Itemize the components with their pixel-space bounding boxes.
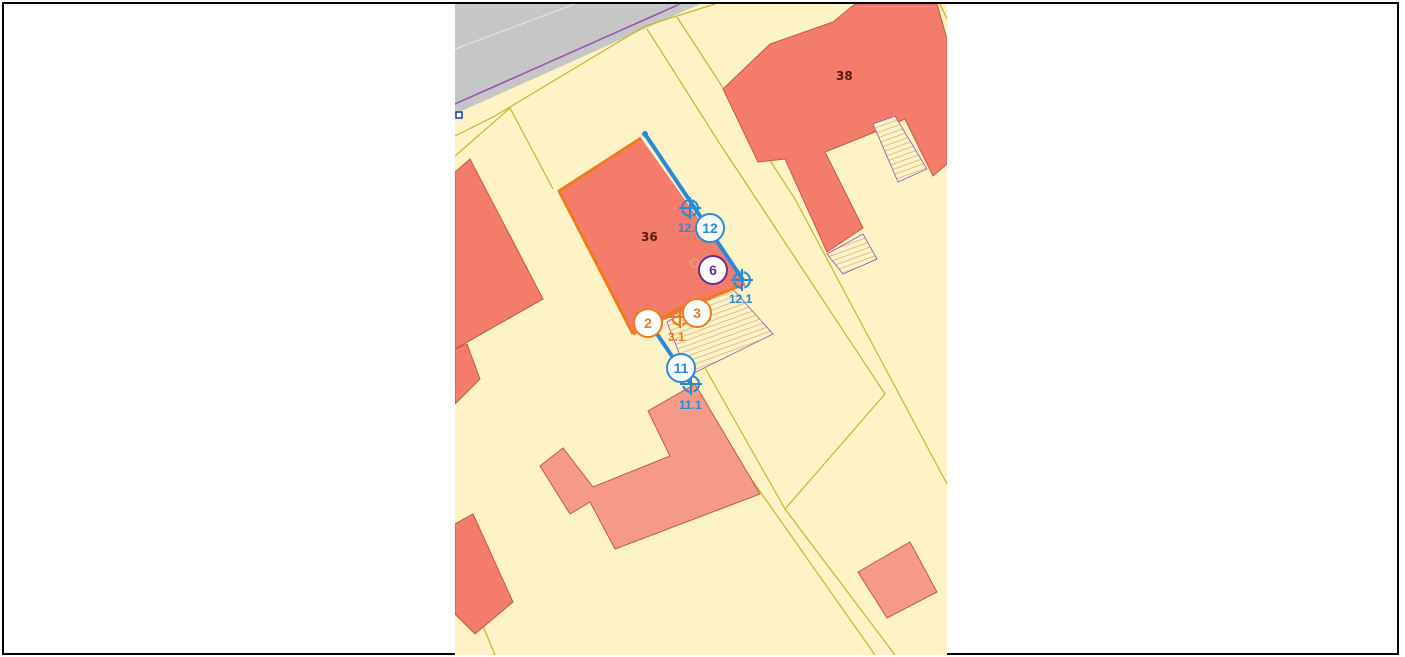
- building-lower-right[interactable]: [857, 541, 938, 619]
- svg-text:12: 12: [702, 220, 718, 236]
- svg-text:11: 11: [674, 360, 689, 376]
- building-38[interactable]: [722, 4, 947, 253]
- marker-3[interactable]: 3: [682, 298, 712, 328]
- building-36[interactable]: [559, 138, 745, 334]
- annex-hatched: [872, 115, 928, 183]
- building-lower-middle[interactable]: [539, 383, 761, 550]
- svg-text:3: 3: [693, 305, 701, 321]
- road-area: [455, 4, 700, 114]
- point-label: 3.1: [668, 330, 685, 344]
- building-left-top[interactable]: [455, 158, 544, 350]
- building-left-mid[interactable]: [455, 343, 481, 405]
- annex-hatched: [826, 233, 878, 275]
- dim-point-icon: [690, 258, 700, 268]
- cadastral-map[interactable]: 38 36 12.1 12.1 3.1 11.1 12 6 2: [455, 4, 947, 655]
- marker-11[interactable]: 11: [666, 353, 696, 383]
- building-36-outline: [557, 136, 642, 335]
- survey-point-icon[interactable]: [455, 111, 463, 119]
- marker-2[interactable]: 2: [633, 308, 663, 338]
- measurement-line-start-dot: [642, 131, 648, 137]
- svg-text:6: 6: [709, 262, 717, 278]
- building-left-bottom[interactable]: [455, 513, 514, 635]
- crosshair-point-icon[interactable]: [679, 197, 701, 219]
- road-edge-line: [455, 4, 576, 50]
- marker-6[interactable]: 6: [698, 255, 728, 285]
- road-edge-line: [455, 4, 681, 105]
- point-label: 12.1: [729, 292, 753, 306]
- house-number-38: 38: [836, 69, 853, 83]
- point-label: 11.1: [679, 398, 702, 412]
- crosshair-point-icon[interactable]: [731, 269, 753, 291]
- svg-text:2: 2: [644, 315, 652, 331]
- marker-12[interactable]: 12: [695, 213, 725, 243]
- house-number-36: 36: [641, 230, 658, 244]
